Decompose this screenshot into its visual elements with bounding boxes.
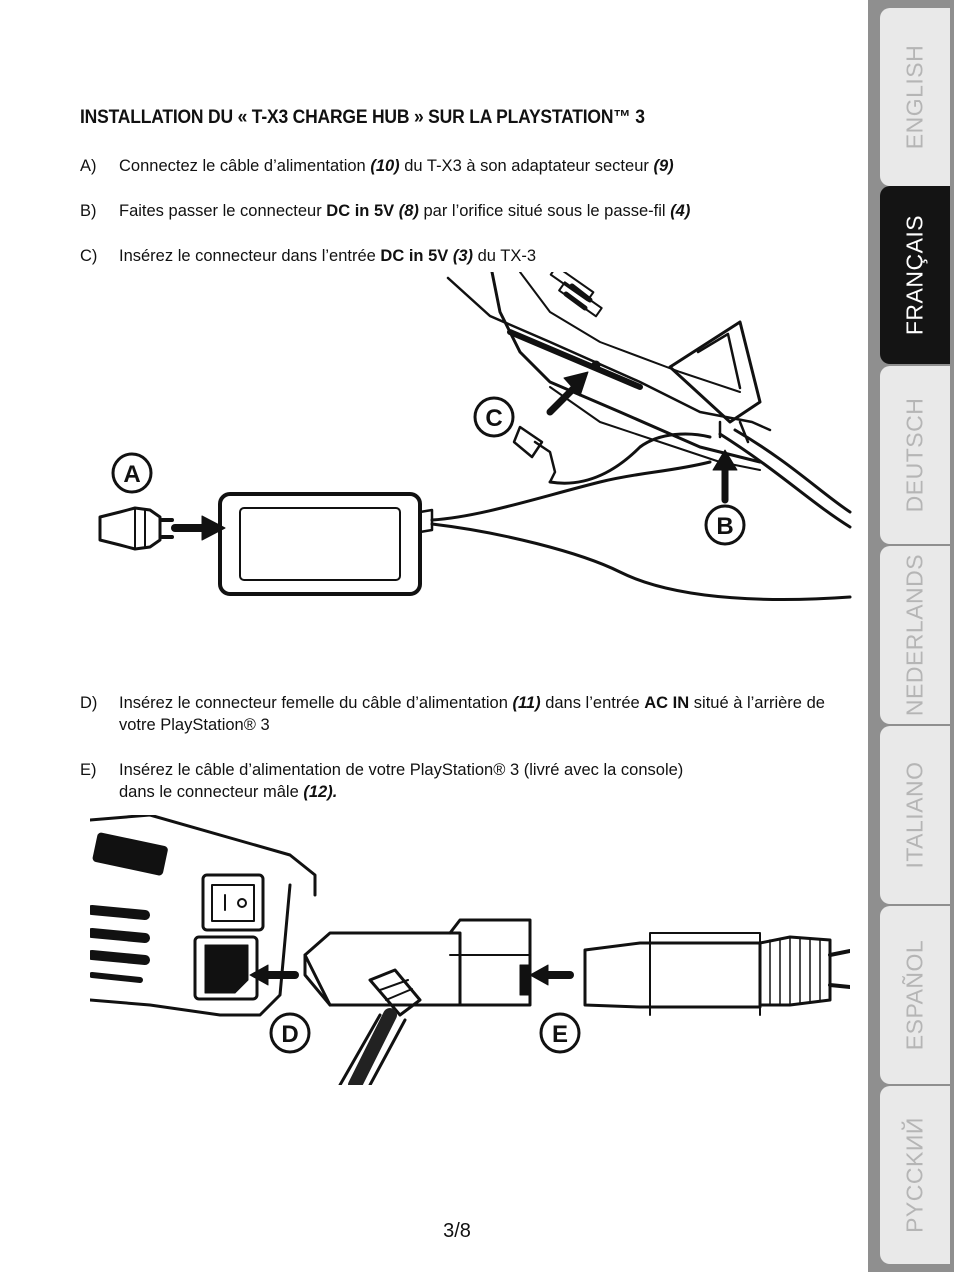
step-text: Insérez le connecteur dans l’entrée DC i… xyxy=(119,245,536,267)
step-letter: E) xyxy=(80,761,97,779)
step-letter: A) xyxy=(80,157,97,175)
step-text: Insérez le câble d’alimentation de votre… xyxy=(119,759,683,803)
reference-number: (9) xyxy=(653,157,674,175)
callout-c: C xyxy=(485,405,502,432)
text-run: dans l’entrée xyxy=(540,694,645,712)
step-letter: C) xyxy=(80,247,98,265)
callout-a: A xyxy=(123,461,140,488)
text-run: situé à l’arrière de xyxy=(689,694,825,712)
text-run: Connectez le câble d’alimentation xyxy=(119,157,371,175)
text-run: du TX-3 xyxy=(473,247,537,265)
tab-label: NEDERLANDS xyxy=(901,553,928,717)
text-run: par l’orifice situé sous le passe-fil xyxy=(418,202,671,220)
text-run: du T-X3 à son adaptateur secteur xyxy=(399,157,654,175)
reference-number: (8) xyxy=(398,202,419,220)
tab-label: ITALIANO xyxy=(901,761,928,869)
tab-francais[interactable]: FRANÇAIS xyxy=(880,186,950,364)
page-title: INSTALLATION DU « T-X3 CHARGE HUB » SUR … xyxy=(80,107,645,128)
text-run: votre PlayStation® 3 xyxy=(119,716,270,734)
text-run: dans le connecteur mâle xyxy=(119,783,304,801)
step-letter: B) xyxy=(80,202,97,220)
page-number: 3/8 xyxy=(443,1220,471,1242)
reference-number: (3) xyxy=(452,247,474,265)
tab-label: PYCCKИЙ xyxy=(901,1117,928,1233)
tab-espanol[interactable]: ESPAÑOL xyxy=(880,906,950,1084)
step-text: Connectez le câble d’alimentation (10) d… xyxy=(119,155,674,177)
callout-b: B xyxy=(716,513,733,540)
tab-nederlands[interactable]: NEDERLANDS xyxy=(880,546,950,724)
tab-russian[interactable]: PYCCKИЙ xyxy=(880,1086,950,1264)
callout-d: D xyxy=(281,1021,298,1048)
text-run: Faites passer le connecteur xyxy=(119,202,327,220)
step-text: Insérez le connecteur femelle du câble d… xyxy=(119,692,825,736)
bold-term: AC IN xyxy=(644,694,690,712)
text-run: Insérez le connecteur dans l’entrée xyxy=(119,247,381,265)
reference-number: (12). xyxy=(303,783,338,801)
tab-label: FRANÇAIS xyxy=(901,214,928,336)
tab-label: ESPAÑOL xyxy=(901,939,928,1051)
reference-number: (4) xyxy=(670,202,691,220)
tab-deutsch[interactable]: DEUTSCH xyxy=(880,366,950,544)
step-text: Faites passer le connecteur DC in 5V (8)… xyxy=(119,200,690,222)
text-run: Insérez le câble d’alimentation de votre… xyxy=(119,761,684,779)
bold-term: DC in 5V xyxy=(326,202,395,220)
tab-italiano[interactable]: ITALIANO xyxy=(880,726,950,904)
tab-english[interactable]: ENGLISH xyxy=(880,8,950,186)
tab-label: ENGLISH xyxy=(901,44,928,150)
reference-number: (10) xyxy=(370,157,400,175)
callout-e: E xyxy=(552,1021,568,1048)
tab-label: DEUTSCH xyxy=(901,397,928,513)
bold-term: DC in 5V xyxy=(380,247,449,265)
figure-console-power: D E xyxy=(90,815,850,1085)
text-run: Insérez le connecteur femelle du câble d… xyxy=(119,694,513,712)
figure-adapter-hub: A B C xyxy=(98,272,852,601)
reference-number: (11) xyxy=(512,694,541,712)
step-letter: D) xyxy=(80,694,98,712)
